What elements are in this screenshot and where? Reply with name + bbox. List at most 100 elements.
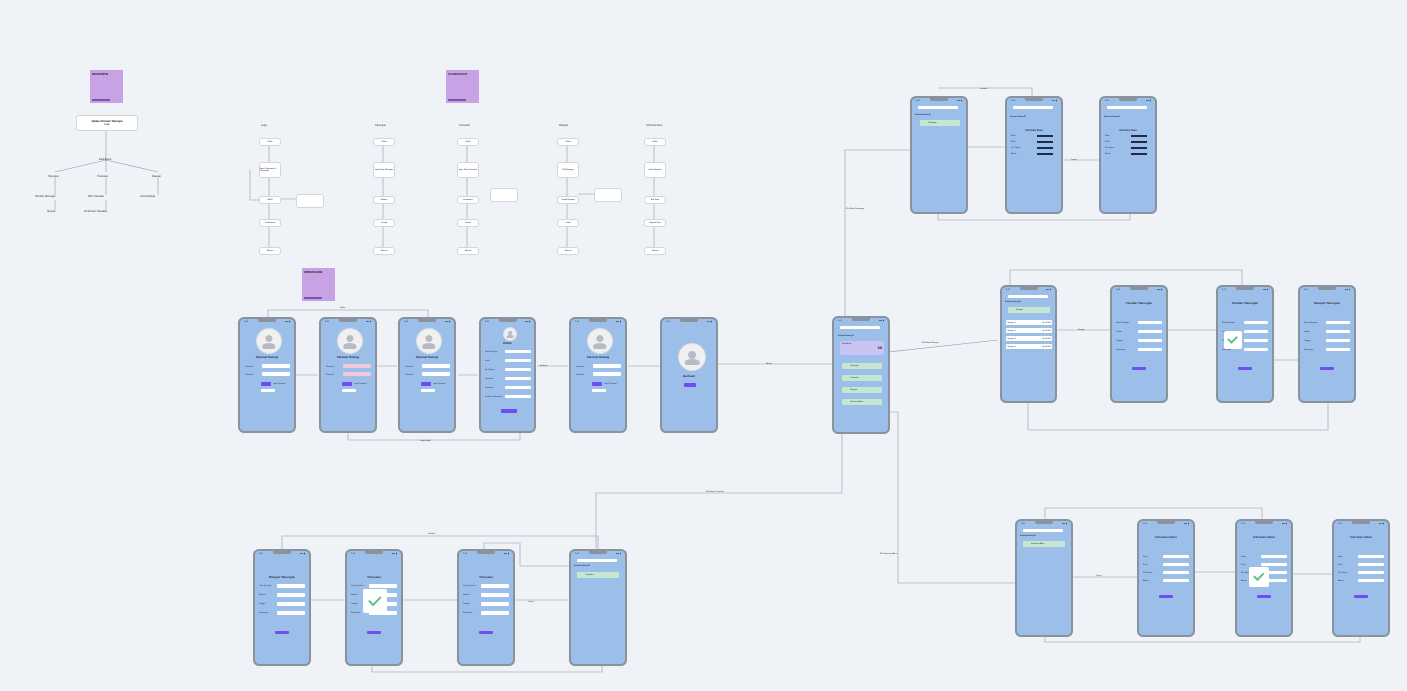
form-field-input[interactable]: [481, 584, 509, 588]
forgot-password-link[interactable]: Lupa Password: [354, 383, 367, 385]
form-field-input[interactable]: [277, 602, 305, 606]
flowchart-step[interactable]: Cetak: [557, 219, 579, 227]
menu-item-info[interactable]: Informasi Akun: [1023, 541, 1065, 547]
menu-item-transaksi[interactable]: Transaksi: [577, 572, 619, 578]
form-field-input[interactable]: [1138, 321, 1162, 324]
flowchart-step[interactable]: Input Username & Password: [259, 162, 281, 178]
flowchart-side-box[interactable]: [594, 188, 622, 202]
forgot-password-link[interactable]: Lupa Password: [604, 383, 617, 385]
search-input[interactable]: [1023, 529, 1063, 532]
form-field-input[interactable]: [277, 584, 305, 588]
save-button[interactable]: [1320, 367, 1334, 370]
password-input[interactable]: [593, 372, 621, 376]
password-input[interactable]: [262, 372, 290, 376]
flowchart-step[interactable]: Selesai: [457, 247, 479, 255]
form-field-input[interactable]: [369, 584, 397, 588]
login-button[interactable]: [592, 382, 602, 386]
process-button[interactable]: [367, 631, 381, 634]
form-field-input[interactable]: [1326, 330, 1350, 333]
flowchart-step[interactable]: Mulai: [373, 138, 395, 146]
flowchart-step[interactable]: Tampil: [373, 219, 395, 227]
flowchart-step[interactable]: Lihat Informasi: [644, 162, 666, 178]
form-field-input[interactable]: [1138, 339, 1162, 342]
flowchart-step[interactable]: Dashboard: [259, 219, 281, 227]
form-field-input[interactable]: [1261, 571, 1287, 574]
flowchart-step[interactable]: Mulai: [457, 138, 479, 146]
form-field-input[interactable]: [481, 602, 509, 606]
form-field-input[interactable]: [1358, 571, 1384, 574]
process-button[interactable]: [275, 631, 289, 634]
username-input[interactable]: [593, 364, 621, 368]
flowchart-step[interactable]: Pilih Riwayat: [557, 162, 579, 178]
form-field-input[interactable]: [1244, 330, 1268, 333]
flowchart-side-box[interactable]: [296, 194, 324, 208]
home-menu-item[interactable]: Tabungan: [842, 363, 882, 369]
register-field-input[interactable]: [505, 359, 531, 362]
flowchart-step[interactable]: Edit Data: [644, 196, 666, 204]
signup-button[interactable]: [261, 389, 275, 392]
register-field-input[interactable]: [505, 386, 531, 389]
menu-item-tabungan[interactable]: Tabungan: [920, 120, 960, 126]
form-field-input[interactable]: [1358, 563, 1384, 566]
home-menu-item[interactable]: Informasi Akun: [842, 399, 882, 405]
form-field-input[interactable]: [1244, 339, 1268, 342]
mindmap-root[interactable]: Aplikasi Simulasi Tabungan Login: [76, 115, 138, 131]
form-field-input[interactable]: [1261, 579, 1287, 582]
forgot-password-link[interactable]: Lupa Password: [433, 383, 446, 385]
form-field-input[interactable]: [277, 611, 305, 615]
search-input[interactable]: [918, 106, 958, 109]
sticky-note-deskripsi[interactable]: DESKRIPSI: [90, 70, 123, 103]
save-button[interactable]: [1238, 367, 1252, 370]
phone-success[interactable]: 9:41●●● ▮Berhasil: [660, 317, 718, 433]
forgot-password-link[interactable]: Lupa Password: [273, 383, 286, 385]
signup-button[interactable]: [592, 389, 606, 392]
signup-button[interactable]: [421, 389, 435, 392]
login-button[interactable]: [261, 382, 271, 386]
form-field-input[interactable]: [1326, 339, 1350, 342]
form-field-input[interactable]: [1163, 555, 1189, 558]
form-field-input[interactable]: [1261, 563, 1287, 566]
sticky-note-flowchart[interactable]: FLOWCHART: [446, 70, 479, 103]
search-input[interactable]: [1107, 106, 1147, 109]
sticky-note-wireframe[interactable]: WIREFRAME: [302, 268, 335, 301]
search-input[interactable]: [1008, 295, 1048, 298]
form-field-input[interactable]: [1358, 555, 1384, 558]
login-button[interactable]: [342, 382, 352, 386]
register-field-input[interactable]: [505, 350, 531, 353]
edit-button[interactable]: [1159, 595, 1173, 598]
form-field-input[interactable]: [277, 593, 305, 597]
signup-button[interactable]: [342, 389, 356, 392]
search-input[interactable]: [840, 326, 880, 329]
flowchart-step[interactable]: Mulai: [644, 138, 666, 146]
flowchart-step[interactable]: Mulai: [259, 138, 281, 146]
search-input[interactable]: [577, 559, 617, 562]
home-menu-item[interactable]: Transaksi: [842, 375, 882, 381]
form-field-input[interactable]: [1163, 579, 1189, 582]
search-input[interactable]: [1013, 106, 1053, 109]
flowchart-step[interactable]: Konfirmasi: [457, 196, 479, 204]
flowchart-step[interactable]: Tampil Riwayat: [557, 196, 579, 204]
form-field-input[interactable]: [1138, 330, 1162, 333]
menu-item-riwayat[interactable]: Riwayat: [1008, 307, 1050, 313]
process-button[interactable]: [479, 631, 493, 634]
save-button[interactable]: [1132, 367, 1146, 370]
flowchart-step[interactable]: Selesai: [373, 247, 395, 255]
password-input[interactable]: [343, 372, 371, 376]
flowchart-step[interactable]: Valid?: [259, 196, 281, 204]
login-button[interactable]: [421, 382, 431, 386]
